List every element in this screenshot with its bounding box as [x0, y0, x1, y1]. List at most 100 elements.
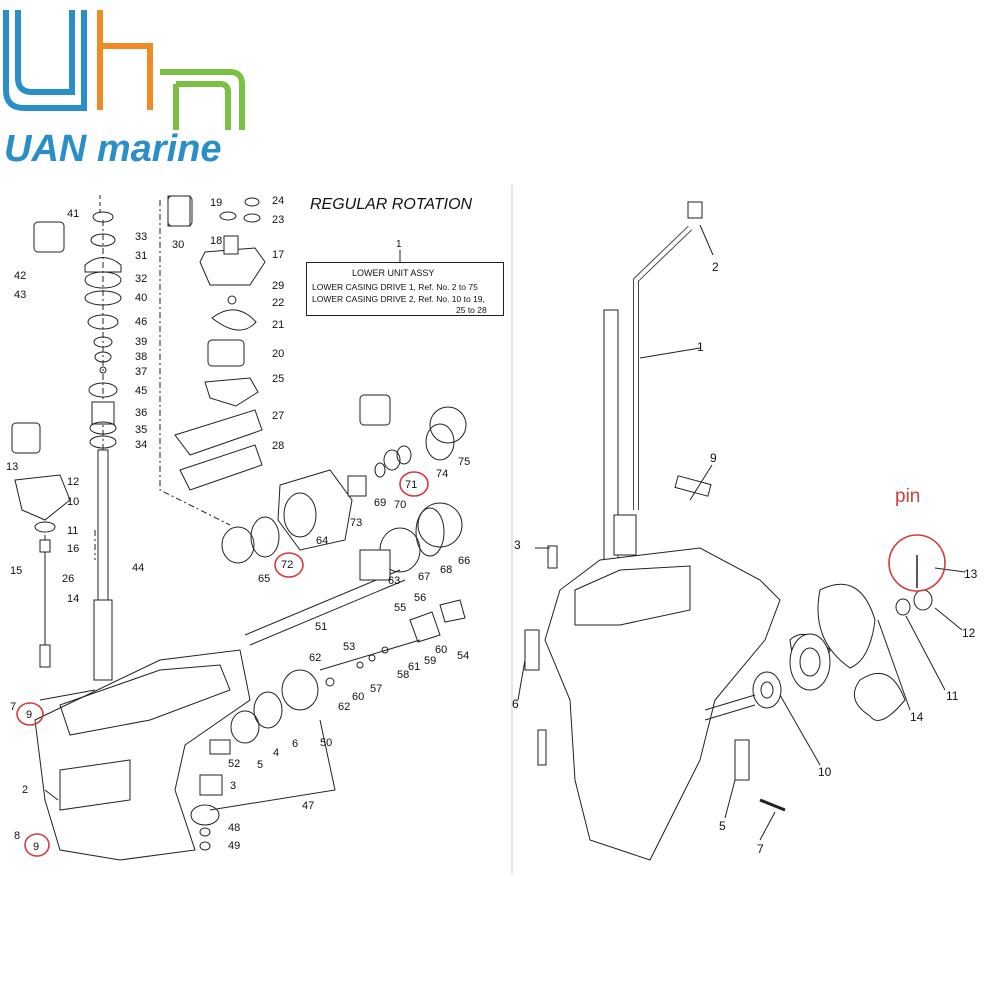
part-label: 45: [135, 385, 147, 397]
part-label: 9: [26, 709, 32, 721]
part-label: 52: [228, 758, 240, 770]
part-label: 3: [230, 780, 236, 792]
part-label: 68: [440, 564, 452, 576]
part-label: 19: [210, 197, 222, 209]
part-label: 5: [719, 819, 726, 833]
part-label: 60: [352, 691, 364, 703]
part-label: 29: [272, 280, 284, 292]
part-label: 72: [281, 559, 293, 571]
part-label: 74: [436, 468, 448, 480]
part-label: 59: [424, 655, 436, 667]
part-label: 75: [458, 456, 470, 468]
part-label: 2: [22, 784, 28, 796]
part-label: 47: [302, 800, 314, 812]
part-label: 9: [33, 841, 39, 853]
part-label: 41: [67, 208, 79, 220]
part-label: 39: [135, 336, 147, 348]
part-label: 71: [405, 479, 417, 491]
part-label: 25: [272, 373, 284, 385]
part-label: 17: [272, 249, 284, 261]
part-label: 28: [272, 440, 284, 452]
part-label: 12: [67, 476, 79, 488]
part-label: 50: [320, 737, 332, 749]
part-label: 20: [272, 348, 284, 360]
highlight-9-upper: [16, 702, 44, 726]
part-label: 15: [10, 565, 22, 577]
assembly-title: LOWER UNIT ASSY: [352, 268, 435, 278]
part-label: 13: [964, 567, 978, 581]
part-label: 55: [394, 602, 406, 614]
part-label: 24: [272, 195, 284, 207]
part-label: 26: [62, 573, 74, 585]
part-label: 43: [14, 289, 26, 301]
part-label: 61: [408, 661, 420, 673]
part-label: 10: [67, 496, 79, 508]
part-label: 53: [343, 641, 355, 653]
part-label: 62: [338, 701, 350, 713]
part-label: 44: [132, 562, 144, 574]
part-label: 11: [946, 689, 959, 703]
part-label: 60: [435, 644, 447, 656]
part-label: 27: [272, 410, 284, 422]
part-label: 23: [272, 214, 284, 226]
part-label: 36: [135, 407, 147, 419]
part-label: 57: [370, 683, 382, 695]
part-label: 40: [135, 292, 147, 304]
part-label: 33: [135, 231, 147, 243]
part-label: 18: [210, 235, 222, 247]
part-label: 7: [10, 701, 16, 713]
pin-note: pin: [895, 486, 921, 507]
part-label: 62: [309, 652, 321, 664]
part-label: 69: [374, 497, 386, 509]
part-label: 48: [228, 822, 240, 834]
highlight-71: [399, 471, 429, 497]
part-label: 6: [512, 697, 519, 711]
part-label: 34: [135, 439, 147, 451]
assembly-box: [306, 262, 504, 316]
part-label: 7: [757, 842, 764, 856]
part-label: 13: [6, 461, 18, 473]
part-label: 37: [135, 366, 147, 378]
right-part-labels: 2 1 9 3 13 12 11 14 10 6 5 7: [512, 260, 978, 856]
brand-name: UAN marine: [4, 128, 222, 170]
part-label: 14: [910, 710, 924, 724]
part-label: 42: [14, 270, 26, 282]
diagram-heading: REGULAR ROTATION: [310, 196, 473, 213]
part-label: 46: [135, 316, 147, 328]
part-label: 73: [350, 517, 362, 529]
part-label: 11: [67, 525, 78, 537]
part-label: 31: [135, 250, 147, 262]
part-label: 14: [67, 593, 79, 605]
assembly-line-2: LOWER CASING DRIVE 2, Ref. No. 10 to 19,: [312, 294, 485, 304]
part-label: 51: [315, 621, 327, 633]
part-label: 22: [272, 297, 284, 309]
part-label: 1: [697, 340, 704, 354]
part-label: 65: [258, 573, 270, 585]
part-label: 6: [292, 738, 298, 750]
part-label: 70: [394, 499, 406, 511]
part-label: 54: [457, 650, 469, 662]
assembly-line-1: LOWER CASING DRIVE 1, Ref. No. 2 to 75: [312, 282, 478, 292]
highlight-9-lower: [24, 833, 50, 857]
left-part-labels: 41 33 31 32 40 46 39 38 37 45 36 35 34 4…: [6, 195, 470, 853]
part-label: 5: [257, 759, 263, 771]
part-label: 9: [710, 451, 717, 465]
part-label: 35: [135, 424, 147, 436]
part-label: 2: [712, 260, 719, 274]
part-label: 16: [67, 543, 79, 555]
highlight-circles: [16, 471, 946, 857]
assembly-ref: 1: [396, 239, 402, 250]
part-label: 56: [414, 592, 426, 604]
highlight-72: [274, 552, 304, 578]
assembly-line-3: 25 to 28: [456, 305, 487, 315]
part-label: 38: [135, 351, 147, 363]
part-label: 64: [316, 535, 328, 547]
brand-logo-mark: [3, 10, 245, 130]
part-label: 67: [418, 571, 430, 583]
part-label: 66: [458, 555, 470, 567]
part-label: 8: [14, 830, 20, 842]
part-label: 58: [397, 669, 409, 681]
part-label: 4: [273, 747, 279, 759]
part-label: 12: [962, 626, 976, 640]
